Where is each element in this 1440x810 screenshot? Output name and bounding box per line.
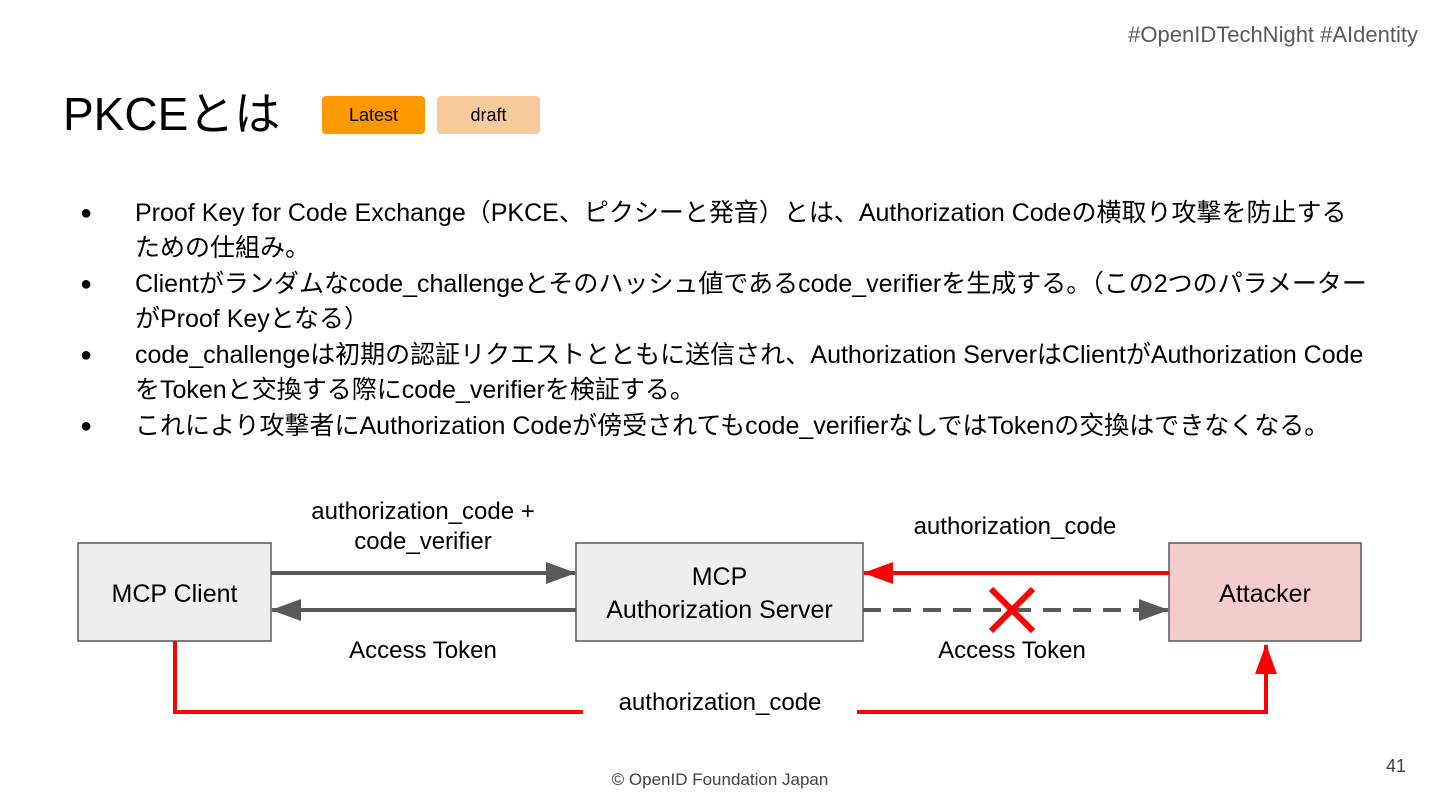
attacker-label: Attacker xyxy=(1219,580,1311,608)
server-to-client-label: Access Token xyxy=(349,637,497,664)
attacker-node: Attacker xyxy=(1168,542,1362,642)
server-to-attacker-label: Access Token xyxy=(938,637,1086,664)
mcp-client-node: MCP Client xyxy=(77,542,272,642)
client-to-server-label-line1: authorization_code + xyxy=(311,498,535,525)
bullet-icon: ● xyxy=(80,202,93,224)
bullet-icon: ● xyxy=(80,344,93,366)
bullet-text: Clientがランダムなcode_challengeとそのハッシュ値であるcod… xyxy=(135,270,1367,333)
bullet-icon: ● xyxy=(80,415,93,437)
slide-title: PKCEとは xyxy=(63,88,281,140)
client-to-attacker-label: authorization_code xyxy=(619,689,822,716)
hashtags: #OpenIDTechNight #AIdentity xyxy=(1128,22,1418,47)
client-to-server-label-line2: code_verifier xyxy=(354,528,491,555)
authorization-server-label-line1: MCP xyxy=(692,563,748,591)
draft-badge: draft xyxy=(437,96,540,134)
attacker-to-server-label: authorization_code xyxy=(914,513,1117,540)
cross-mark-icon xyxy=(988,586,1036,634)
copyright-footer: © OpenID Foundation Japan xyxy=(611,770,829,789)
client-to-attacker-path-right xyxy=(857,644,1277,714)
bullet-icon: ● xyxy=(80,273,93,295)
bullet-text: code_challengeは初期の認証リクエストとともに送信され、Author… xyxy=(135,341,1364,404)
bullet-item: ● Clientがランダムなcode_challengeとそのハッシュ値であるco… xyxy=(80,267,1370,337)
authorization-server-node: MCP Authorization Server xyxy=(575,542,864,642)
client-to-attacker-path-left xyxy=(173,641,583,714)
latest-badge: Latest xyxy=(322,96,425,134)
bullet-text: これにより攻撃者にAuthorization Codeが傍受されてもcode_v… xyxy=(135,412,1330,440)
mcp-client-label: MCP Client xyxy=(112,580,238,608)
bullet-item: ● Proof Key for Code Exchange（PKCE、ピクシーと発… xyxy=(80,196,1370,266)
authorization-server-label-line2: Authorization Server xyxy=(606,596,833,624)
bullet-item: ● これにより攻撃者にAuthorization Codeが傍受されてもcode_… xyxy=(80,409,1370,444)
bullet-text: Proof Key for Code Exchange（PKCE、ピクシーと発音… xyxy=(135,199,1347,262)
bullet-list: ● Proof Key for Code Exchange（PKCE、ピクシーと発… xyxy=(80,196,1370,445)
page-number: 41 xyxy=(1385,756,1406,776)
bullet-item: ● code_challengeは初期の認証リクエストとともに送信され、Autho… xyxy=(80,338,1370,408)
